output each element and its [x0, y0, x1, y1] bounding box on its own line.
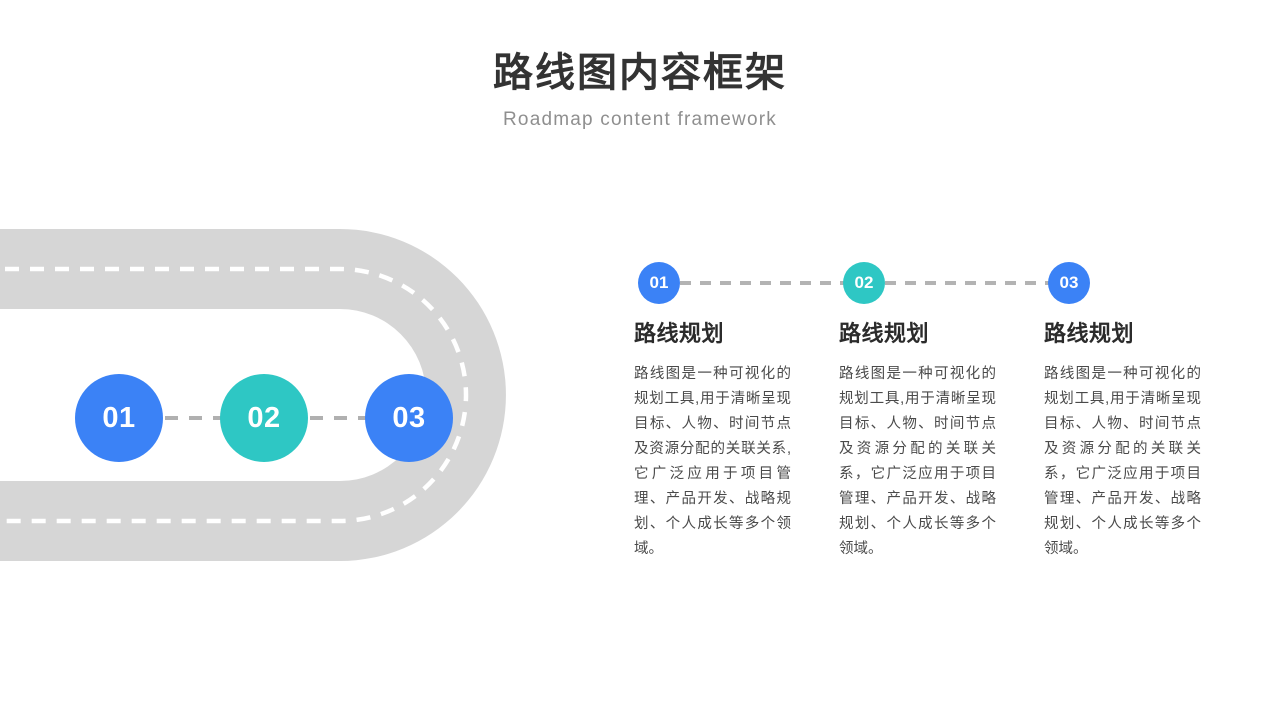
step-body: 路线图是一种可视化的规划工具,用于清晰呈现目标、人物、时间节点及资源分配的关联关… [1044, 366, 1201, 557]
step-connector-1-2 [680, 281, 848, 285]
step-title: 路线规划 [634, 321, 725, 346]
step-badge-01[interactable]: 01 [638, 262, 680, 304]
road-surface [0, 229, 506, 561]
road-illustration [0, 180, 600, 670]
page-title: 路线图内容框架 [493, 51, 787, 95]
milestone-connector-2-3 [310, 416, 368, 420]
milestone-number: 01 [102, 401, 136, 434]
milestone-circle-01[interactable]: 01 [75, 374, 163, 462]
step-body: 路线图是一种可视化的规划工具,用于清晰呈现目标、人物、时间节点及资源分配的关联关… [634, 366, 791, 557]
step-badge-number: 01 [649, 273, 669, 292]
page-subtitle: Roadmap content framework [503, 109, 777, 130]
milestone-number: 03 [392, 401, 426, 434]
step-badge-02[interactable]: 02 [843, 262, 885, 304]
slide-header: 路线图内容框架 Roadmap content framework [0, 48, 1280, 132]
milestone-number: 02 [247, 401, 281, 434]
step-column-01: 路线规划 路线图是一种可视化的规划工具,用于清晰呈现目标、人物、时间节点及资源分… [634, 320, 791, 562]
step-column-02: 路线规划 路线图是一种可视化的规划工具,用于清晰呈现目标、人物、时间节点及资源分… [839, 320, 996, 562]
milestone-connector-1-2 [165, 416, 223, 420]
step-title: 路线规划 [1044, 321, 1135, 346]
step-column-03: 路线规划 路线图是一种可视化的规划工具,用于清晰呈现目标、人物、时间节点及资源分… [1044, 320, 1201, 562]
step-badge-03[interactable]: 03 [1048, 262, 1090, 304]
steps-content: 01 02 03 路线规划 路线图是一种可视化的规划工具,用于清晰呈现目标、人物… [634, 262, 1234, 562]
milestone-group: 01 02 03 [75, 374, 465, 464]
milestone-circle-03[interactable]: 03 [365, 374, 453, 462]
road-centerline-dashes [0, 266, 469, 524]
milestone-circle-02[interactable]: 02 [220, 374, 308, 462]
road-svg [0, 229, 506, 561]
step-badge-number: 02 [854, 273, 874, 292]
step-connector-2-3 [885, 281, 1053, 285]
step-body: 路线图是一种可视化的规划工具,用于清晰呈现目标、人物、时间节点及资源分配的关联关… [839, 366, 996, 557]
step-title: 路线规划 [839, 321, 930, 346]
step-badge-row: 01 02 03 [634, 262, 1234, 306]
step-badge-number: 03 [1059, 273, 1079, 292]
